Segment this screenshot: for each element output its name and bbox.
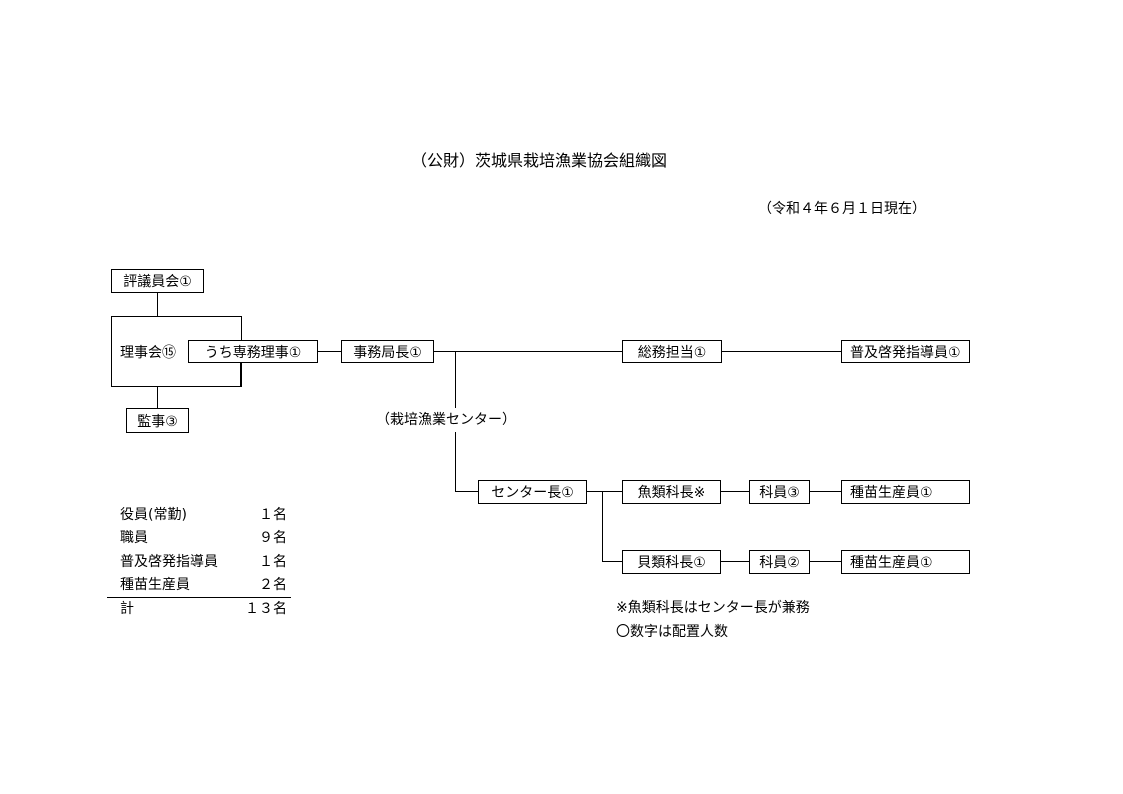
- shell-chief-box: 貝類科長①: [622, 550, 721, 574]
- general-affairs-box: 総務担当①: [622, 340, 722, 363]
- connector-shell-staff: [720, 561, 749, 562]
- staff-row-label: 種苗生産員: [120, 577, 190, 593]
- staff-row-value: ２名: [259, 577, 287, 593]
- connector-secretary-center-top: [455, 351, 456, 408]
- center-chief-box: センター長①: [478, 480, 587, 504]
- connector-fish-staff: [720, 491, 749, 492]
- connector-board-auditor: [157, 386, 158, 408]
- connector-center-shell: [602, 561, 622, 562]
- connector-shell-staff-seed: [809, 561, 841, 562]
- extension-guide-box: 普及啓発指導員①: [841, 340, 970, 363]
- board-label: 理事会⑮: [120, 344, 176, 361]
- connector-secretary-center-bottom: [455, 432, 456, 492]
- connector-general-extension: [721, 351, 841, 352]
- fish-staff-box: 科員③: [749, 480, 810, 504]
- staff-row-value: １名: [259, 507, 287, 523]
- staff-row-value: ９名: [259, 530, 287, 546]
- exec-director-box: うち専務理事①: [188, 340, 318, 363]
- shell-seed-box: 種苗生産員①: [841, 550, 970, 574]
- as-of-date: （令和４年６月１日現在）: [758, 201, 926, 217]
- connector-secretary-general: [433, 351, 622, 352]
- connector-exec-secretary: [317, 351, 341, 352]
- staff-total-label: 計: [120, 601, 134, 617]
- council-box: 評議員会①: [111, 269, 204, 293]
- fish-seed-box: 種苗生産員①: [841, 480, 970, 504]
- connector-to-center-chief: [455, 491, 478, 492]
- connector-fish-staff-seed: [809, 491, 841, 492]
- staff-row-value: １名: [259, 554, 287, 570]
- staff-total-value: １３名: [245, 601, 287, 617]
- table-total-divider: [107, 597, 291, 598]
- staff-row-label: 役員(常勤): [120, 507, 187, 523]
- connector-council-board: [157, 292, 158, 316]
- note-numbers: 〇数字は配置人数: [616, 624, 728, 640]
- auditor-box: 監事③: [126, 408, 189, 433]
- connector-center-shell-vertical: [602, 491, 603, 562]
- secretary-general-box: 事務局長①: [341, 340, 434, 363]
- staff-row-label: 職員: [120, 530, 148, 546]
- fish-chief-box: 魚類科長※: [622, 480, 721, 504]
- staff-row-label: 普及啓発指導員: [120, 554, 218, 570]
- page-title: （公財）茨城県栽培漁業協会組織図: [411, 151, 668, 170]
- connector-exec-board: [240, 362, 241, 386]
- center-section-label: （栽培漁業センター）: [376, 412, 516, 428]
- connector-center-fish: [586, 491, 622, 492]
- shell-staff-box: 科員②: [749, 550, 810, 574]
- note-fish-chief: ※魚類科長はセンター長が兼務: [616, 600, 810, 616]
